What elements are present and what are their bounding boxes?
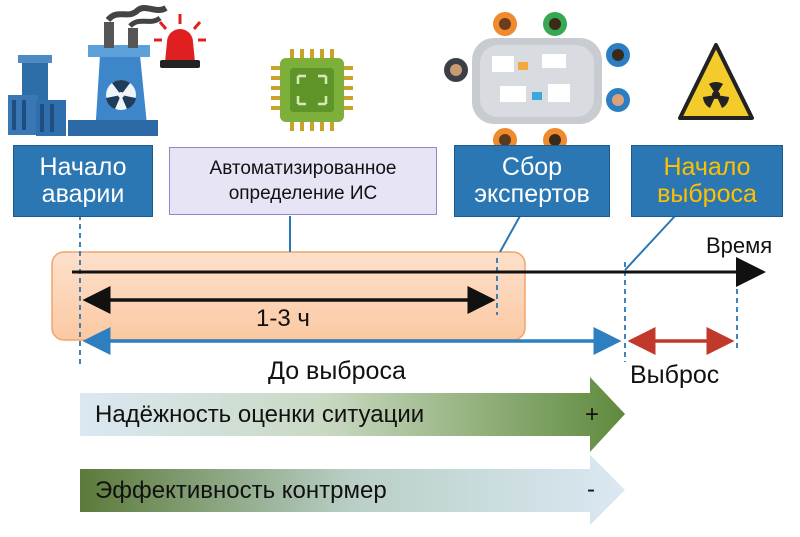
accident-start-box: Начало аварии [13, 145, 153, 217]
reliability-label: Надёжность оценки ситуации [95, 401, 425, 428]
chip-icon [271, 49, 353, 131]
effectiveness-label: Эффективность контрмер [95, 477, 387, 504]
release-start-box: Начало выброса [631, 145, 783, 217]
reliability-sign: + [585, 401, 600, 428]
callout-release [624, 215, 676, 271]
auto-detection-box: Автоматизированное определение ИС [169, 147, 437, 215]
callout-experts [499, 215, 521, 253]
expert-meeting-icon [444, 12, 630, 152]
experts-label: Сбор экспертов [474, 153, 590, 208]
effectiveness-bar [80, 455, 625, 525]
release-label: Выброс [630, 361, 720, 389]
release-start-label: Начало выброса [657, 153, 757, 208]
auto-detection-label: Автоматизированное определение ИС [209, 158, 397, 204]
before-release-label: До выброса [268, 357, 406, 385]
experts-box: Сбор экспертов [454, 145, 610, 217]
radiation-warning-icon [678, 43, 754, 120]
time-label: Время [706, 233, 773, 258]
reliability-bar [80, 377, 625, 452]
alarm-light-icon [154, 14, 206, 68]
effectiveness-sign: - [587, 476, 595, 503]
accident-start-label: Начало аварии [39, 153, 127, 208]
nuclear-plant-icon [8, 5, 168, 136]
duration-label: 1-3 ч [256, 305, 310, 332]
